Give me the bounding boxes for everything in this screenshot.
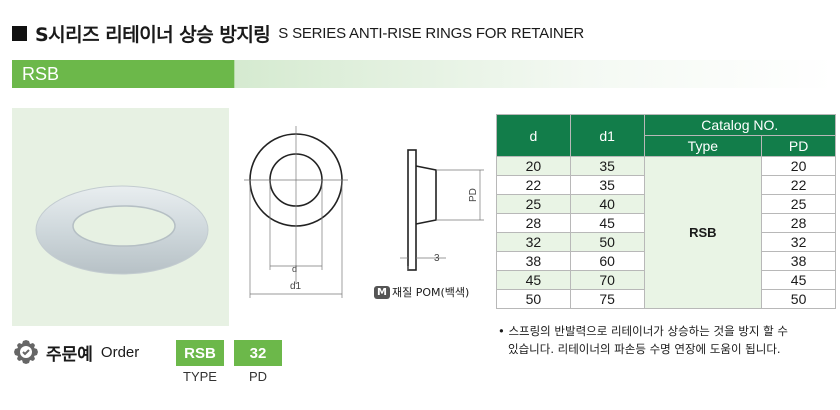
col-header-catalog: Catalog NO. [643, 114, 837, 136]
dim-d-label: d [292, 264, 297, 274]
col-header-pd: PD [761, 135, 836, 157]
technical-drawings: d d1 PD 3 [236, 108, 496, 312]
cell-d1: 45 [569, 213, 645, 233]
note-line-1: • 스프링의 반발력으로 리테이너가 상승하는 것을 방지 할 수 [498, 324, 788, 338]
cell-d1: 75 [569, 289, 645, 309]
cell-d1: 40 [569, 194, 645, 214]
table-row: 45 70 45 [496, 270, 836, 290]
product-photo [12, 108, 229, 326]
cell-pd: 25 [761, 194, 836, 214]
ring-drawing: d d1 PD 3 [244, 126, 484, 298]
cell-d: 38 [496, 251, 571, 271]
order-label-english: Order [100, 343, 140, 361]
cell-d: 32 [496, 232, 571, 252]
catalog-table: d d1 Catalog NO. Type PD 20 35 RSB 20 22… [496, 114, 837, 309]
square-bullet-icon [12, 25, 27, 41]
dim-d1-label: d1 [290, 281, 302, 292]
usage-note: • 스프링의 반발력으로 리테이너가 상승하는 것을 방지 할 수 있습니다. … [498, 322, 838, 358]
cell-d: 45 [496, 270, 571, 290]
section-header: S시리즈 리테이너 상승 방지링 S SERIES ANTI-RISE RING… [12, 20, 584, 46]
cell-pd: 45 [761, 270, 836, 290]
col-header-type: Type [643, 135, 763, 157]
ring-photo-image [35, 185, 209, 275]
table-row: 50 75 50 [496, 289, 836, 309]
product-code-bar: RSB [12, 60, 834, 88]
order-example: 주문예 Order [12, 338, 139, 366]
cell-d: 22 [496, 175, 571, 195]
cell-d: 25 [496, 194, 571, 214]
cell-pd: 20 [761, 156, 836, 176]
order-type-chip: RSB [176, 340, 224, 366]
cell-pd: 50 [761, 289, 836, 309]
cell-pd: 28 [761, 213, 836, 233]
dim-pd-label: PD [468, 188, 479, 202]
cell-d: 50 [496, 289, 571, 309]
order-pd-label: PD [248, 369, 268, 384]
cell-pd: 22 [761, 175, 836, 195]
table-row: 20 35 RSB 20 [496, 156, 836, 309]
table-row: 32 50 32 [496, 232, 836, 252]
col-header-d1: d1 [569, 114, 645, 157]
note-line-2: 있습니다. 리테이너의 파손등 수명 연장에 도움이 됩니다. [508, 342, 781, 356]
material-text: 재질 POM(백색) [391, 286, 470, 299]
title-english: S SERIES ANTI-RISE RINGS FOR RETAINER [278, 24, 584, 42]
cell-type: RSB [643, 156, 763, 309]
cell-pd: 32 [761, 232, 836, 252]
material-badge: M [374, 285, 390, 299]
cell-d: 20 [496, 156, 571, 176]
dim-thickness-label: 3 [434, 253, 440, 264]
table-row: 38 60 38 [496, 251, 836, 271]
material-note: M 재질 POM(백색) [374, 284, 469, 300]
col-header-d: d [496, 114, 571, 157]
cell-d1: 60 [569, 251, 645, 271]
cell-d1: 35 [569, 175, 645, 195]
cell-pd: 38 [761, 251, 836, 271]
gear-icon [14, 340, 38, 364]
order-pd-chip: 32 [234, 340, 282, 366]
table-row: 22 35 22 [496, 175, 836, 195]
order-label-korean: 주문예 [46, 344, 93, 365]
cell-d: 28 [496, 213, 571, 233]
cell-d1: 50 [569, 232, 645, 252]
product-code: RSB [22, 64, 60, 84]
cell-d1: 70 [569, 270, 645, 290]
title-korean: S시리즈 리테이너 상승 방지링 [35, 23, 271, 46]
cell-d1: 35 [569, 156, 645, 176]
order-type-label: TYPE [183, 369, 217, 384]
table-row: 25 40 25 [496, 194, 836, 214]
